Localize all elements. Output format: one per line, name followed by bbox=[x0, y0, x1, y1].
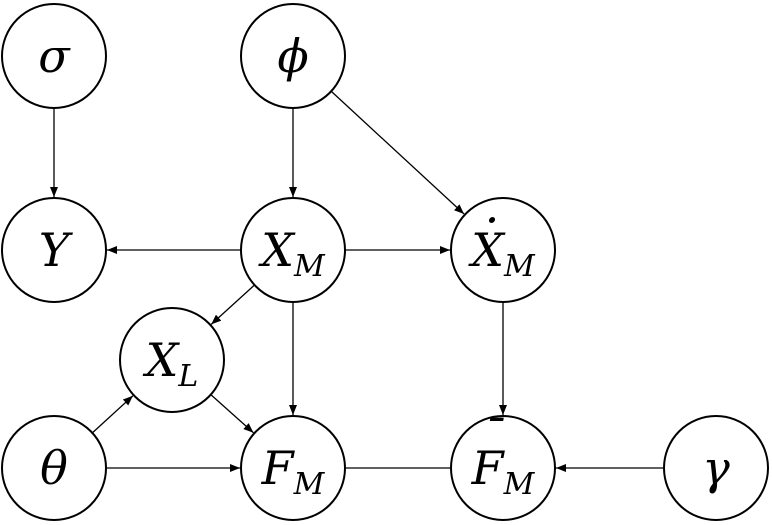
node-sigma-symbol: σ bbox=[38, 29, 71, 83]
node-theta-symbol: θ bbox=[40, 441, 68, 495]
svg-text:XM: XM bbox=[468, 223, 536, 284]
node-theta: θ bbox=[1, 415, 107, 521]
node-gamma: γ bbox=[663, 415, 769, 521]
svg-text:FM: FM bbox=[471, 441, 536, 502]
svg-text:θ: θ bbox=[40, 441, 68, 495]
node-y: Y bbox=[1, 197, 107, 303]
node-xl-symbol: X bbox=[143, 333, 181, 387]
edge-theta-to-xl bbox=[91, 395, 134, 434]
node-xm-dot-subscript: M bbox=[503, 249, 536, 284]
edge-xl-to-fm bbox=[210, 394, 254, 434]
node-sigma: σ bbox=[1, 3, 107, 109]
node-xm: XM bbox=[240, 197, 346, 303]
node-fm-bar-mark: ¯ bbox=[482, 409, 505, 463]
node-fm: FM bbox=[240, 415, 346, 521]
svg-text:XL: XL bbox=[143, 333, 199, 394]
node-xm-dot-mark: · bbox=[485, 193, 500, 247]
node-fm-symbol: F bbox=[261, 441, 296, 495]
svg-text:XM: XM bbox=[258, 223, 326, 284]
node-fm-subscript: M bbox=[293, 467, 326, 502]
node-xl: XL bbox=[119, 307, 225, 413]
svg-text:FM: FM bbox=[261, 441, 326, 502]
node-xm-symbol: X bbox=[258, 223, 296, 277]
node-phi: ϕ bbox=[240, 3, 346, 109]
node-fm-bar: ¯ FM bbox=[450, 409, 556, 521]
node-gamma-symbol: γ bbox=[702, 441, 730, 495]
svg-text:γ: γ bbox=[702, 441, 730, 495]
node-y-symbol: Y bbox=[39, 223, 74, 277]
node-xm-subscript: M bbox=[293, 249, 326, 284]
svg-text:ϕ: ϕ bbox=[277, 29, 308, 83]
edge-xm-to-xl bbox=[210, 284, 255, 325]
node-xm-dot: · XM bbox=[450, 193, 556, 303]
svg-text:Y: Y bbox=[39, 223, 74, 277]
node-phi-symbol: ϕ bbox=[277, 29, 308, 83]
edge-phi-to-xmdot bbox=[330, 90, 465, 215]
edges bbox=[50, 90, 664, 472]
node-fm-bar-subscript: M bbox=[503, 467, 536, 502]
node-fm-bar-symbol: F bbox=[471, 441, 506, 495]
node-xm-dot-symbol: X bbox=[468, 223, 506, 277]
svg-text:σ: σ bbox=[38, 29, 71, 83]
node-xl-subscript: L bbox=[177, 359, 198, 394]
